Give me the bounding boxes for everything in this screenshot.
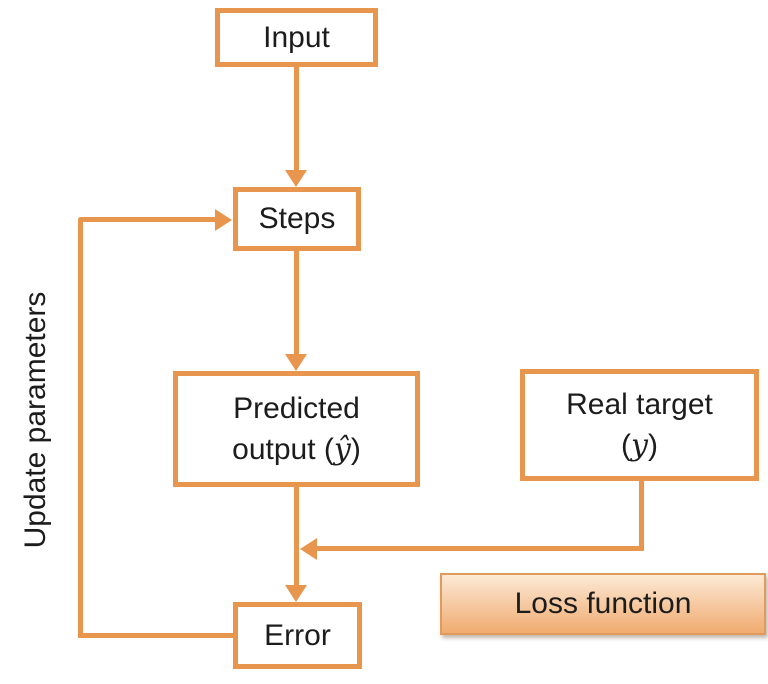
predicted-output-variable: ŷ	[333, 432, 351, 467]
connector-predicted-to-error	[294, 486, 299, 587]
predicted-output-paren-open: output (	[232, 433, 334, 466]
connector-input-to-steps	[294, 66, 299, 172]
node-steps: Steps	[233, 187, 361, 251]
node-real-target-label-line1: Real target	[566, 387, 713, 421]
update-parameters-label: Update parameters	[19, 291, 52, 549]
real-target-paren-close: )	[647, 429, 658, 462]
real-target-variable: y	[631, 428, 648, 463]
real-target-paren-open: (	[621, 429, 632, 462]
node-predicted-output-label-line2: output (ŷ)	[232, 429, 361, 470]
node-steps-label: Steps	[258, 202, 336, 236]
node-real-target: Real target (y)	[520, 369, 759, 481]
node-real-target-label-line2: (y)	[621, 425, 658, 466]
node-input: Input	[215, 8, 378, 67]
arrowhead-into-predicted-icon	[285, 354, 307, 371]
arrowhead-into-steps-icon	[285, 170, 307, 187]
node-predicted-output: Predicted output (ŷ)	[173, 371, 420, 487]
arrowhead-into-error-icon	[285, 585, 307, 602]
connector-feedback-vertical	[78, 217, 83, 638]
connector-steps-to-predicted	[294, 250, 299, 356]
node-input-label: Input	[263, 20, 330, 54]
node-predicted-output-label-line1: Predicted	[233, 391, 360, 425]
node-error-label: Error	[264, 618, 331, 652]
connector-feedback-bottom	[78, 633, 233, 638]
node-loss-function-label: Loss function	[514, 587, 692, 620]
predicted-output-paren-close: )	[350, 433, 361, 466]
arrowhead-feedback-icon	[215, 209, 232, 231]
arrowhead-junction-icon	[300, 538, 317, 560]
connector-feedback-top	[80, 217, 216, 222]
node-error: Error	[233, 602, 362, 669]
connector-real-target-horizontal	[316, 546, 644, 551]
node-loss-function: Loss function	[440, 573, 766, 635]
connector-real-target-vertical	[639, 480, 644, 551]
